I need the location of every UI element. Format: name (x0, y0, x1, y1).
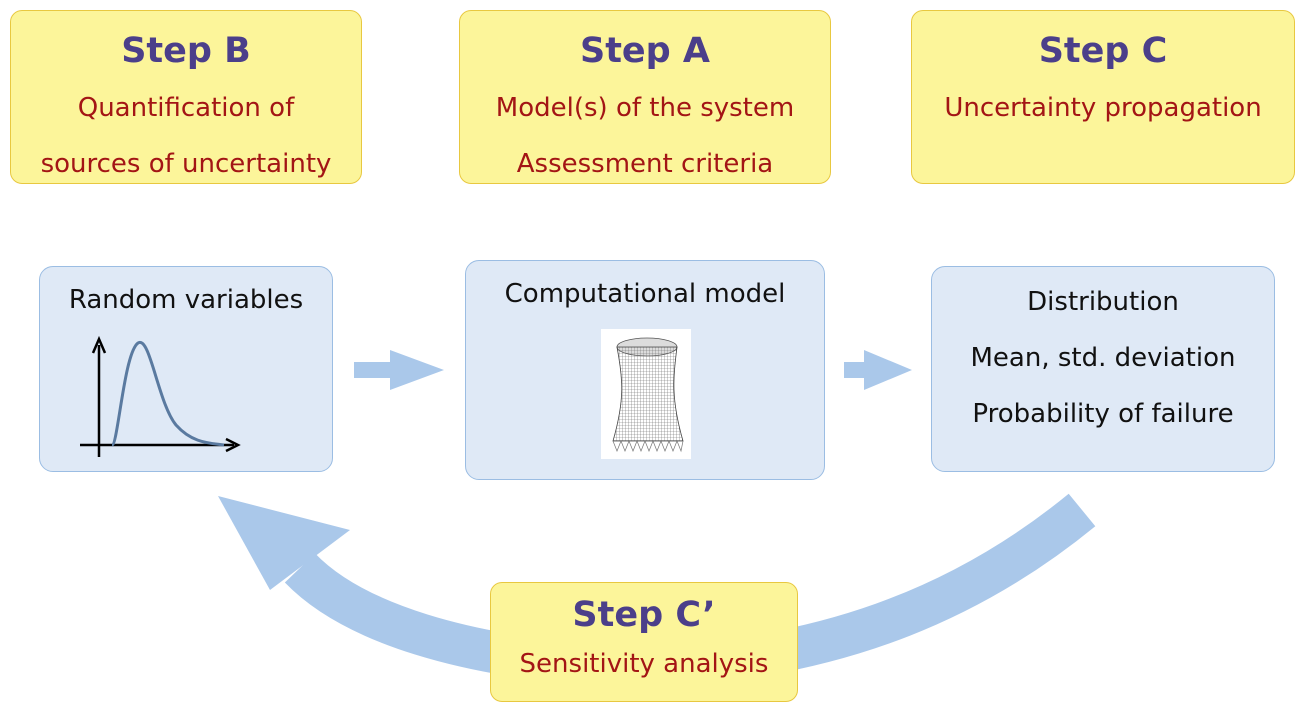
step-b-line-2: sources of uncertainty (40, 149, 332, 179)
step-b-box: Step B Quantification of sources of unce… (10, 10, 362, 184)
step-a-line-1: Model(s) of the system (495, 93, 795, 123)
random-variables-title: Random variables (68, 285, 304, 315)
step-c-prime-line-1: Sensitivity analysis (519, 649, 769, 679)
output-mean-std: Mean, std. deviation (970, 343, 1236, 373)
arrow-model-to-output (844, 350, 912, 390)
feedback-arrow-head (218, 496, 350, 590)
step-c-prime-box: Step C’ Sensitivity analysis (490, 582, 798, 702)
pdf-plot-icon (80, 335, 241, 457)
arrow-input-to-model (354, 350, 444, 390)
cooling-tower-mesh-image (601, 329, 691, 459)
output-distribution: Distribution (1027, 287, 1179, 317)
random-variables-box: Random variables (39, 266, 333, 472)
output-box: Distribution Mean, std. deviation Probab… (931, 266, 1275, 472)
step-c-prime-title: Step C’ (572, 595, 716, 635)
step-c-box: Step C Uncertainty propagation (911, 10, 1295, 184)
step-a-title: Step A (579, 31, 710, 71)
step-c-title: Step C (1038, 31, 1168, 71)
computational-model-box: Computational model (465, 260, 825, 480)
step-b-title: Step B (121, 31, 251, 71)
output-probability-failure: Probability of failure (972, 399, 1234, 429)
computational-model-title: Computational model (504, 279, 786, 309)
step-b-line-1: Quantification of (77, 93, 295, 123)
step-a-line-2: Assessment criteria (516, 149, 774, 179)
step-c-line-1: Uncertainty propagation (944, 93, 1262, 123)
step-a-box: Step A Model(s) of the system Assessment… (459, 10, 831, 184)
